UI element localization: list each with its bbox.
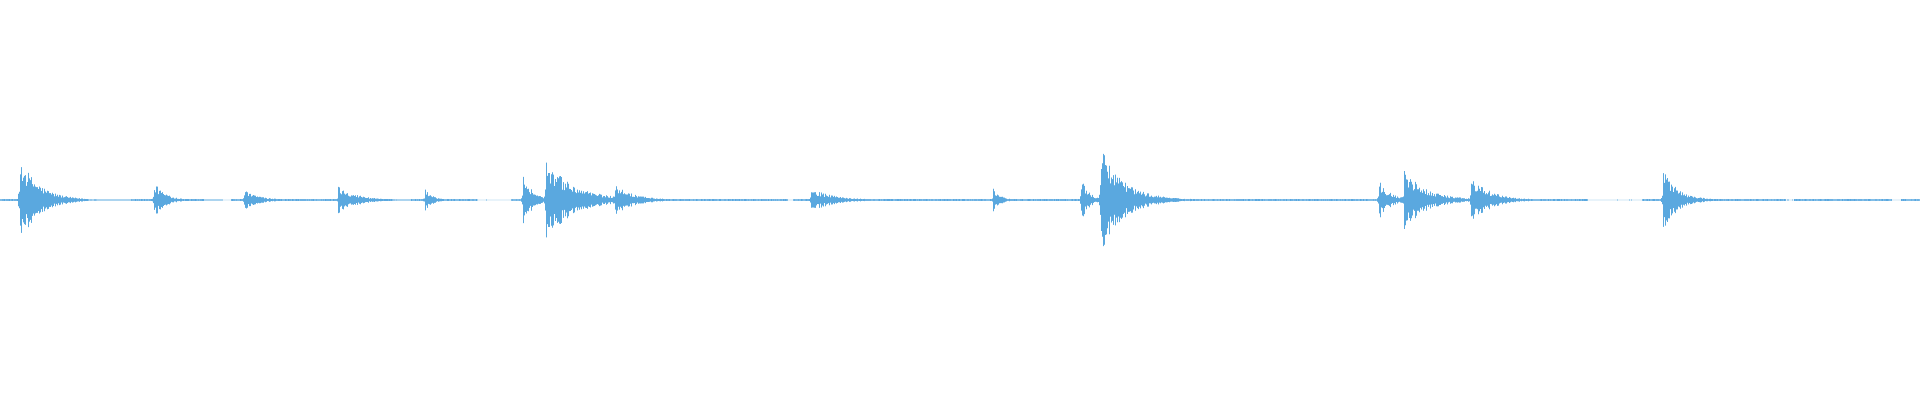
waveform-canvas [0, 0, 1920, 400]
audio-waveform[interactable] [0, 0, 1920, 400]
